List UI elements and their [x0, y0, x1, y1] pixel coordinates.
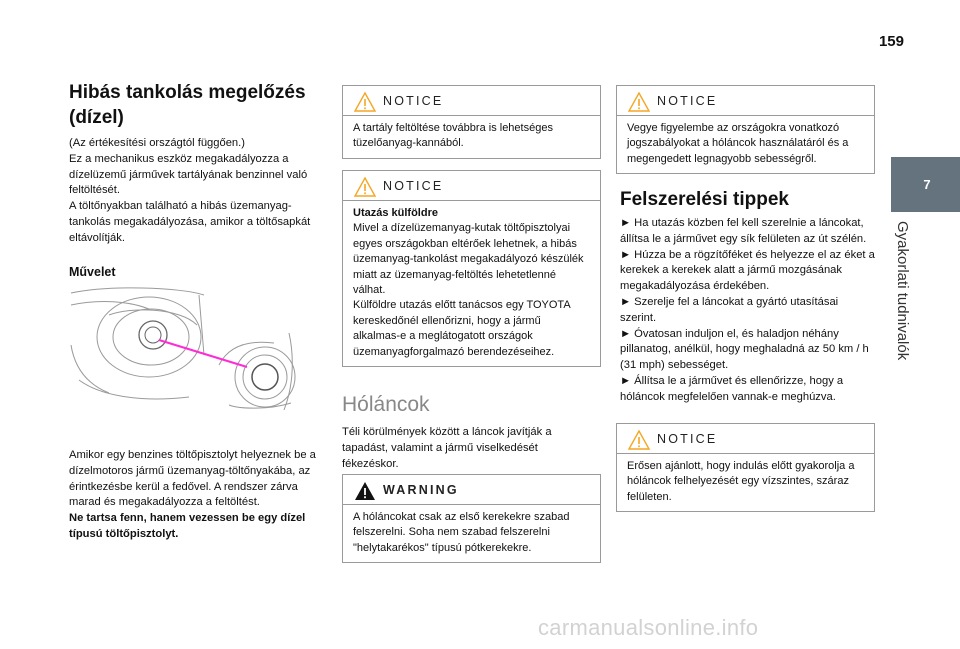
misfuel-intro: (Az értékesítési országtól függően.) Ez … — [69, 136, 324, 247]
warning-text: A hóláncokat csak az első kerekekre szab… — [353, 511, 570, 554]
chapter-label-text: Gyakorlati tudnivalók — [894, 221, 911, 361]
notice-text: Külföldre utazás előtt tanácsos egy TOYO… — [353, 299, 571, 358]
caution-triangle-icon — [354, 177, 376, 197]
fitting-step: ► Ha utazás közben fel kell szerelnie a … — [620, 217, 867, 245]
operation-bold-text: Ne tartsa fenn, hanem vezessen be egy dí… — [69, 512, 306, 540]
snow-chains-heading: Hóláncok — [342, 393, 430, 416]
warning-box: WARNING A hóláncokat csak az első kereke… — [342, 474, 601, 564]
misfuel-paragraph: (Az értékesítési országtól függően.) — [69, 137, 245, 149]
notice-text: Mivel a dízelüzemanyag-kutak töltőpiszto… — [353, 222, 584, 297]
notice-header: NOTICE — [617, 424, 874, 454]
notice-label: NOTICE — [657, 94, 718, 108]
fuel-filler-illustration — [70, 287, 296, 410]
notice-text: Erősen ajánlott, hogy indulás előtt gyak… — [627, 460, 855, 503]
column-misfuel: Hibás tankolás megelőzés (dízel) (Az ért… — [69, 80, 324, 279]
misfuel-paragraph: A töltőnyakban található a hibás üzemany… — [69, 200, 311, 244]
warning-header: WARNING — [343, 475, 600, 505]
fitting-tips-list: ► Ha utazás közben fel kell szerelnie a … — [620, 216, 875, 406]
fitting-step: ► Állítsa le a járművet és ellenőrizze, … — [620, 374, 844, 403]
misfuel-title: Hibás tankolás megelőzés (dízel) — [69, 82, 306, 128]
notice-label: NOTICE — [383, 94, 444, 108]
fitting-step: ► Húzza be a rögzítőféket és helyezze el… — [620, 248, 875, 293]
caution-triangle-icon — [628, 92, 650, 112]
warning-triangle-icon — [355, 482, 375, 500]
notice-header: NOTICE — [343, 171, 600, 201]
notice-label: NOTICE — [383, 179, 444, 193]
notice-label: NOTICE — [657, 432, 718, 446]
fitting-step: ► Szerelje fel a láncokat a gyártó utasí… — [620, 295, 839, 324]
notice-box: NOTICE A tartály feltöltése továbbra is … — [342, 85, 601, 159]
snow-chains-section: Hóláncok Téli körülmények között a lánco… — [342, 391, 597, 472]
notice-body: Utazás külföldre Mivel a dízelüzemanyag-… — [343, 201, 600, 366]
misfuel-operation-text: Amikor egy benzines töltőpisztolyt helye… — [69, 448, 324, 543]
snow-chains-text: Téli körülmények között a láncok javítjá… — [342, 426, 552, 470]
caution-triangle-icon — [354, 92, 376, 112]
fitting-step: ► Óvatosan induljon el, és haladjon néhá… — [620, 327, 869, 372]
caution-triangle-icon — [628, 430, 650, 450]
notice-box: NOTICE Erősen ajánlott, hogy indulás elő… — [616, 423, 875, 513]
chapter-tab[interactable] — [891, 157, 960, 212]
fitting-tips-heading: Felszerelési tippek — [620, 189, 789, 210]
watermark: carmanualsonline.info — [538, 615, 759, 640]
warning-label: WARNING — [383, 483, 459, 497]
misfuel-paragraph: Ez a mechanikus eszköz megakadályozza a … — [69, 152, 308, 197]
operation-subheading: Művelet — [69, 264, 116, 279]
page-number: 159 — [878, 33, 904, 50]
notice-box: NOTICE Vegye figyelembe az országokra vo… — [616, 85, 875, 175]
operation-text: Amikor egy benzines töltőpisztolyt helye… — [69, 449, 316, 509]
notice-header: NOTICE — [343, 86, 600, 116]
notice-box: NOTICE Utazás külföldre Mivel a dízelüze… — [342, 170, 601, 368]
fitting-tips-section: Felszerelési tippek ► Ha utazás közben f… — [620, 187, 875, 406]
notice-text: Vegye figyelembe az országokra vonatkozó… — [627, 122, 849, 165]
notice-bold-heading: Utazás külföldre — [353, 207, 438, 219]
notice-header: NOTICE — [617, 86, 874, 116]
chapter-number: 7 — [923, 177, 931, 192]
pointer-line — [158, 338, 248, 369]
chapter-label: Gyakorlati tudnivalók — [891, 221, 915, 360]
notice-text: A tartály feltöltése továbbra is lehetsé… — [353, 122, 553, 150]
